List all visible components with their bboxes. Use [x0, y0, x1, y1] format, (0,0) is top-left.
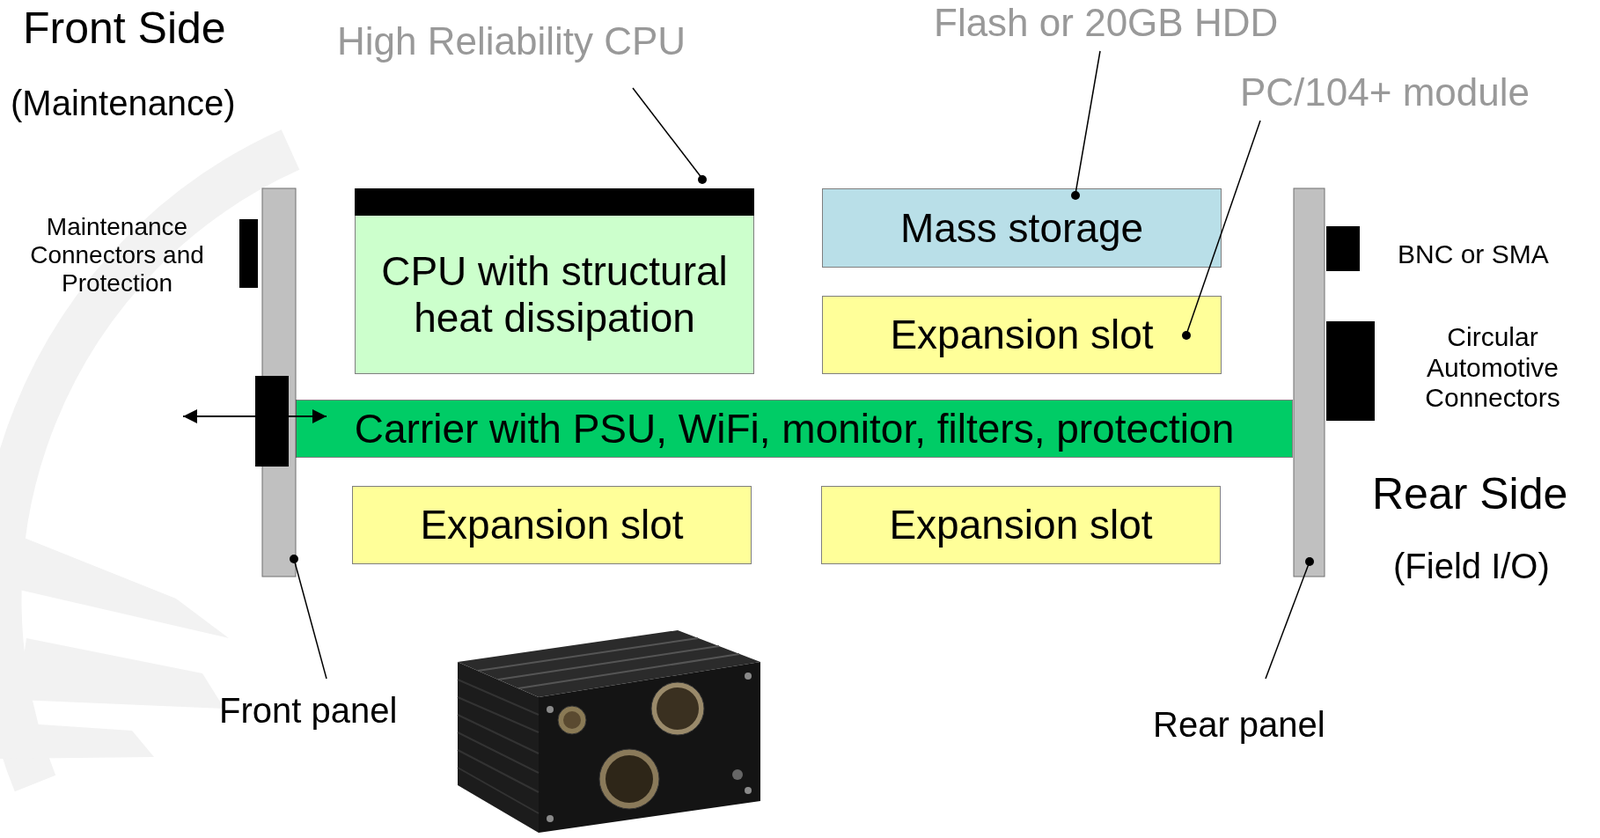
node-text: Carrier with PSU, WiFi, monitor, filters…: [354, 405, 1234, 453]
leader-line: [1265, 561, 1310, 679]
node-text: Expansion slot: [888, 501, 1153, 549]
side-subheading: (Field I/O): [1393, 545, 1550, 587]
watermark-petal: [17, 638, 225, 709]
decor-circle: [651, 682, 705, 735]
decor-line: [457, 732, 539, 773]
decor-circle: [732, 769, 743, 780]
watermark-petal: [0, 528, 229, 639]
panel-label: Rear panel: [1152, 704, 1326, 745]
decor-circle: [599, 748, 660, 809]
leader-line: [293, 558, 327, 679]
decor-line: [518, 653, 740, 689]
expansion-slot: Expansion slot: [822, 295, 1222, 375]
maintenance-connector: [239, 219, 258, 288]
heat-spreader-bar: [354, 188, 755, 216]
callout-label: Flash or 20GB HDD: [933, 0, 1278, 46]
node-text: Mass storage: [900, 205, 1144, 252]
watermark-petal: [0, 721, 155, 759]
circular-connector: [1326, 321, 1375, 421]
connector-label: BNC or SMA: [1397, 239, 1549, 271]
carrier-band: Carrier with PSU, WiFi, monitor, filters…: [295, 399, 1293, 458]
leader-dot: [1305, 557, 1314, 566]
side-heading: Rear Side: [1372, 469, 1568, 521]
side-heading: Front Side: [22, 3, 227, 55]
node-text: Expansion slot: [419, 501, 683, 549]
connector-label: Maintenance Connectors and Protection: [11, 212, 223, 299]
decor-circle: [557, 705, 587, 734]
leader-dot: [289, 554, 299, 564]
decor-g: [457, 679, 539, 814]
leader-line: [1075, 51, 1101, 194]
decor-circle: [546, 814, 554, 823]
watermark: [0, 149, 291, 784]
leader-line: [632, 88, 703, 179]
panel-connector: [255, 375, 289, 467]
node-text: Expansion slot: [889, 311, 1153, 359]
callout-label: PC/104+ module: [1240, 70, 1530, 116]
decor-circle: [563, 711, 581, 729]
side-subheading: (Maintenance): [10, 82, 236, 124]
decor-line: [457, 679, 539, 715]
decor-line: [457, 767, 539, 814]
leader-dot: [697, 175, 707, 184]
watermark-arc: [0, 149, 291, 784]
decor-line: [457, 749, 539, 793]
decor-g: [546, 672, 752, 823]
decor-polygon: [538, 661, 761, 833]
device-photo: [457, 630, 761, 833]
decor-circle: [546, 705, 554, 713]
cpu-box: CPU with structural heat dissipation: [354, 188, 755, 375]
panel-label: Front panel: [219, 689, 397, 731]
expansion-slot: Expansion slot: [352, 485, 752, 565]
bnc-connector: [1326, 226, 1360, 272]
rear-panel: [1293, 188, 1325, 577]
decor-circle: [744, 786, 752, 794]
decor-line: [457, 697, 539, 733]
decor-g: [477, 638, 740, 689]
leader-dots: [289, 175, 1314, 566]
callout-label: High Reliability CPU: [337, 19, 686, 65]
decor-line: [457, 714, 539, 754]
decor-circle: [605, 755, 654, 803]
node-text: CPU with structural heat dissipation: [365, 248, 744, 342]
decor-circle: [656, 687, 699, 730]
leader-lines: [293, 51, 1310, 679]
expansion-slot: Expansion slot: [821, 485, 1221, 565]
connector-label: Circular Automotive Connectors: [1409, 322, 1577, 414]
storage-box: Mass storage: [822, 188, 1222, 268]
decor-circle: [744, 672, 752, 680]
